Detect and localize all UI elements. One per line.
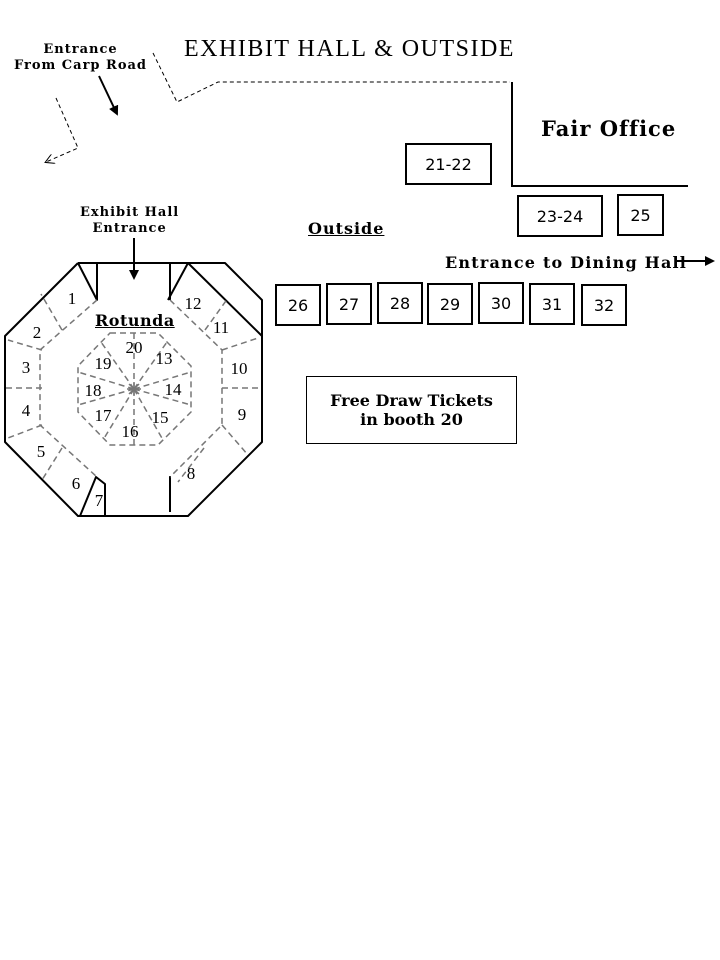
rotunda-outline	[77, 332, 192, 446]
hall-booth-dividers	[6, 293, 260, 483]
free-draw-notice: Free Draw Tickets in booth 20	[306, 376, 517, 444]
booth-28[interactable]: 28	[377, 282, 423, 324]
fair-office-walls	[511, 82, 688, 187]
rotunda-center-star	[127, 382, 141, 396]
booth-17[interactable]: 17	[94, 406, 112, 425]
booth-26[interactable]: 26	[275, 284, 321, 326]
booth-11[interactable]: 11	[212, 318, 230, 337]
booth-18[interactable]: 18	[84, 381, 102, 400]
exhibit-hall-entrance-label: Exhibit Hall Entrance	[80, 205, 180, 236]
fair-office-label: Fair Office	[541, 116, 677, 141]
booth-14[interactable]: 14	[164, 380, 182, 399]
booth-6[interactable]: 6	[71, 474, 81, 493]
carp-road-entrance-label: Entrance From Carp Road	[14, 42, 148, 73]
booth-19[interactable]: 19	[94, 354, 112, 373]
booth-2[interactable]: 2	[32, 323, 42, 342]
outside-label: Outside	[308, 219, 385, 238]
booth-23-24[interactable]: 23-24	[517, 195, 603, 237]
booth-30[interactable]: 30	[478, 282, 524, 324]
booth-10[interactable]: 10	[230, 359, 248, 378]
booth-4[interactable]: 4	[21, 401, 31, 420]
booth-13[interactable]: 13	[155, 349, 173, 368]
booth-5[interactable]: 5	[36, 442, 46, 461]
page-title: EXHIBIT HALL & OUTSIDE	[184, 36, 515, 62]
dining-hall-entrance-label: Entrance to Dining Hall	[445, 253, 688, 272]
booth-12[interactable]: 12	[184, 294, 202, 313]
booth-20[interactable]: 20	[125, 338, 143, 357]
booth-7[interactable]: 7	[94, 491, 104, 510]
booth-29[interactable]: 29	[427, 283, 473, 325]
booth-27[interactable]: 27	[326, 283, 372, 325]
booth-1[interactable]: 1	[67, 289, 77, 308]
booth-16[interactable]: 16	[121, 422, 139, 441]
carp-road-arrow	[98, 75, 119, 116]
booth-32[interactable]: 32	[581, 284, 627, 326]
booth-3[interactable]: 3	[21, 358, 31, 377]
booth-15[interactable]: 15	[151, 408, 169, 427]
booth-25[interactable]: 25	[617, 194, 664, 236]
booth-31[interactable]: 31	[529, 283, 575, 325]
booth-21-22[interactable]: 21-22	[405, 143, 492, 185]
booth-9[interactable]: 9	[237, 405, 247, 424]
rotunda-label: Rotunda	[95, 311, 175, 330]
carp-road-path	[46, 52, 510, 162]
booth-8[interactable]: 8	[186, 464, 196, 483]
